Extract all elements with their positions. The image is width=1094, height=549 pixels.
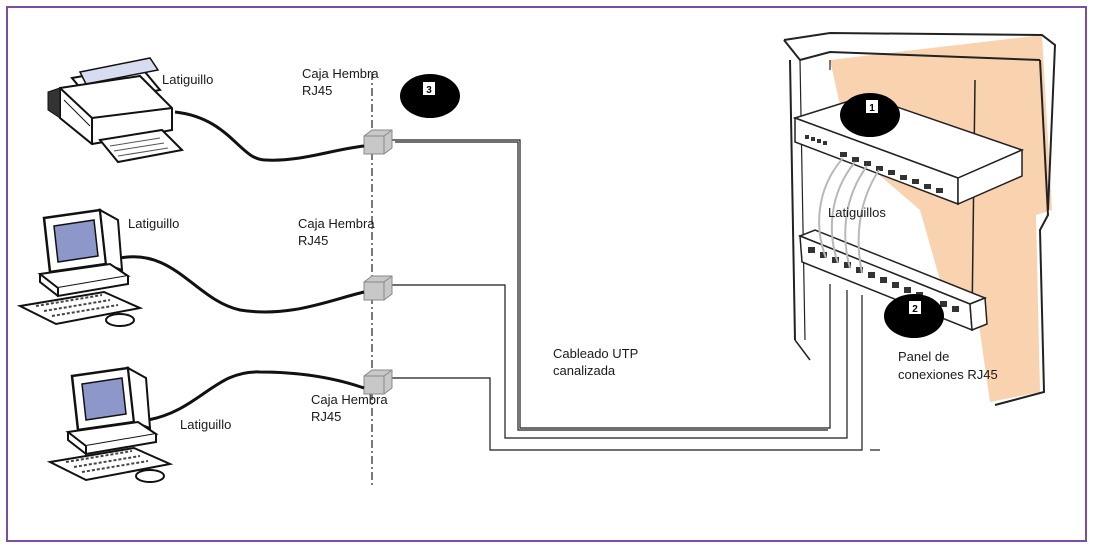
caja-hembra-label-3b: RJ45 (311, 409, 341, 424)
computer-icon (46, 366, 174, 483)
marker-3-label: 3 (426, 85, 432, 96)
utp-cabling (388, 139, 880, 451)
computer-icon (16, 208, 144, 327)
cableado-utp-label-1: Cableado UTP (553, 346, 638, 361)
marker-2: 2 (884, 294, 944, 338)
printer-icon (47, 57, 185, 164)
latiguillo-label-3: Latiguillo (180, 417, 231, 432)
marker-2-label: 2 (912, 304, 918, 315)
marker-1: 1 (840, 93, 900, 137)
caja-hembra-label-1b: RJ45 (302, 83, 332, 98)
latiguillo-label-2: Latiguillo (128, 216, 179, 231)
panel-label-2: conexiones RJ45 (898, 367, 998, 382)
diagram-frame (6, 6, 1087, 542)
latiguillo-label-1: Latiguillo (162, 72, 213, 87)
caja-hembra-label-2a: Caja Hembra (298, 216, 375, 231)
caja-hembra-label-2b: RJ45 (298, 233, 328, 248)
panel-label-1: Panel de (898, 349, 949, 364)
wall-outlet-3 (363, 369, 393, 395)
caja-hembra-label-3a: Caja Hembra (311, 392, 388, 407)
latiguillos-label: Latiguillos (828, 205, 886, 220)
wall-outlet-1 (363, 129, 393, 155)
wall-outlet-2 (363, 275, 393, 301)
marker-1-label: 1 (869, 103, 875, 114)
cableado-utp-label-2: canalizada (553, 363, 616, 378)
marker-3: 3 (400, 74, 460, 118)
caja-hembra-label-1a: Caja Hembra (302, 66, 379, 81)
device-patch-cords (119, 110, 365, 422)
